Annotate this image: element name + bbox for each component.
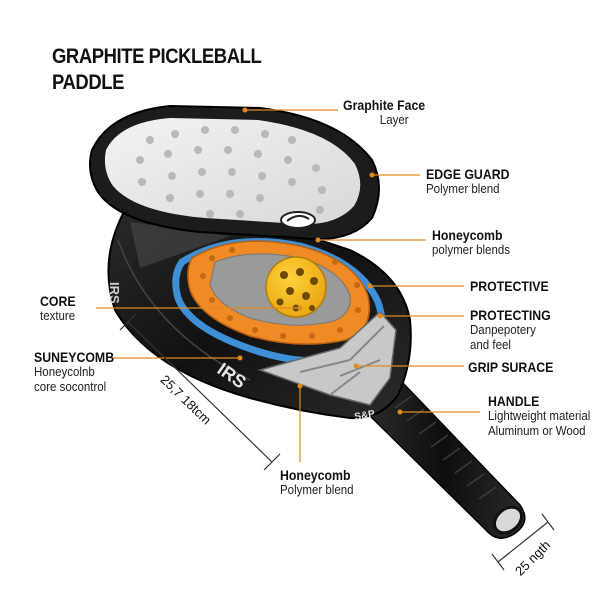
label-honeycomb-top-sub: polymer blends bbox=[432, 243, 510, 257]
label-core: CORE texture bbox=[40, 294, 80, 324]
diagram-title: GRAPHITE PICKLEBALL PADDLE bbox=[52, 44, 262, 96]
label-protecting-sub2: and feel bbox=[470, 338, 511, 352]
label-graphite-face-sub: Layer bbox=[379, 113, 409, 127]
label-handle-sub2: Aluminum or Wood bbox=[488, 424, 586, 438]
label-core-sub: texture bbox=[40, 309, 76, 323]
label-protecting-sub1: Danpepotery bbox=[470, 323, 536, 337]
title-line-1: GRAPHITE PICKLEBALL bbox=[52, 45, 262, 68]
brand-mark-side: IRS bbox=[107, 282, 122, 304]
label-protective: PROTECTIVE bbox=[470, 279, 559, 294]
grip-surface-frame bbox=[257, 310, 397, 406]
label-suneycomb-sub2: core socontrol bbox=[34, 380, 107, 394]
label-grip-surface: GRIP SURACE bbox=[468, 360, 565, 375]
label-suneycomb: SUNEYCOMB Honeycolnb core socontrol bbox=[34, 350, 125, 395]
title-line-2: PADDLE bbox=[52, 71, 124, 94]
label-honeycomb-top-title: Honeycomb bbox=[432, 227, 503, 243]
handle-grip bbox=[361, 379, 526, 539]
label-grip-surface-title: GRIP SURACE bbox=[468, 359, 554, 375]
label-protecting: PROTECTING Danpepotery and feel bbox=[470, 308, 562, 353]
dimension-lines bbox=[119, 313, 555, 571]
label-suneycomb-title: SUNEYCOMB bbox=[34, 349, 115, 365]
label-graphite-face-title: Graphite Face bbox=[343, 97, 426, 113]
paddle-logo-icon bbox=[280, 211, 316, 229]
pickleball bbox=[265, 256, 327, 318]
label-edge-guard-sub: Polymer blend bbox=[426, 182, 500, 196]
label-honeycomb-top: Honeycomb polymer blends bbox=[432, 228, 517, 258]
label-core-title: CORE bbox=[40, 293, 76, 309]
label-handle: HANDLE Lightweight material Aluminum or … bbox=[488, 394, 599, 439]
label-honeycomb-bottom-title: Honeycomb bbox=[280, 467, 351, 483]
label-protecting-title: PROTECTING bbox=[470, 307, 551, 323]
label-honeycomb-bottom-sub: Polymer blend bbox=[280, 483, 354, 497]
label-edge-guard: EDGE GUARD Polymer blend bbox=[426, 167, 521, 197]
label-handle-title: HANDLE bbox=[488, 393, 540, 409]
label-edge-guard-title: EDGE GUARD bbox=[426, 166, 510, 182]
label-suneycomb-sub1: Honeycolnb bbox=[34, 365, 95, 379]
label-graphite-face: Graphite Face Layer bbox=[343, 98, 436, 128]
leader-lines bbox=[96, 109, 480, 462]
graphite-face-plate bbox=[89, 104, 380, 241]
brand-logo-small: S&P bbox=[354, 408, 376, 422]
label-honeycomb-bottom: Honeycomb Polymer blend bbox=[280, 468, 360, 498]
label-protective-title: PROTECTIVE bbox=[470, 278, 549, 294]
label-handle-sub1: Lightweight material bbox=[488, 409, 591, 423]
